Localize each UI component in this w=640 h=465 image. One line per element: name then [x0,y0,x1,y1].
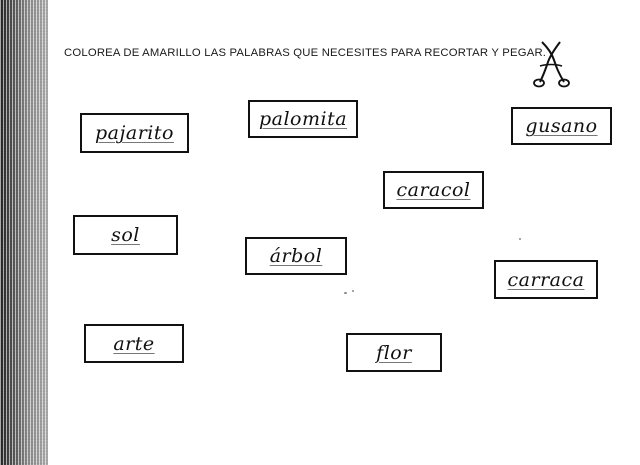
scan-speck [519,238,521,240]
word-label: árbol [269,245,323,267]
word-card-sol[interactable]: sol [73,215,178,255]
word-label: carraca [507,268,585,291]
word-card-flor[interactable]: flor [346,333,442,372]
instruction-text: COLOREA DE AMARILLO LAS PALABRAS QUE NEC… [64,47,547,59]
word-label: sol [111,224,140,246]
scissors-icon [533,41,570,88]
word-card-carraca[interactable]: carraca [494,260,598,299]
word-label: flor [376,341,412,364]
word-card-palomita[interactable]: palomita [248,100,358,138]
word-label: arte [113,332,155,355]
word-card-caracol[interactable]: caracol [383,171,484,209]
scan-speck [344,292,347,294]
scan-shadow-edge [0,0,48,465]
word-label: gusano [525,115,598,137]
word-card-pajarito[interactable]: pajarito [80,113,189,153]
word-label: pajarito [95,122,174,144]
word-label: palomita [258,108,348,130]
word-card-gusano[interactable]: gusano [511,107,612,145]
scan-speck [352,290,354,292]
word-label: caracol [396,179,471,201]
word-card-arte[interactable]: arte [84,324,184,363]
word-card-arbol[interactable]: árbol [245,237,347,275]
